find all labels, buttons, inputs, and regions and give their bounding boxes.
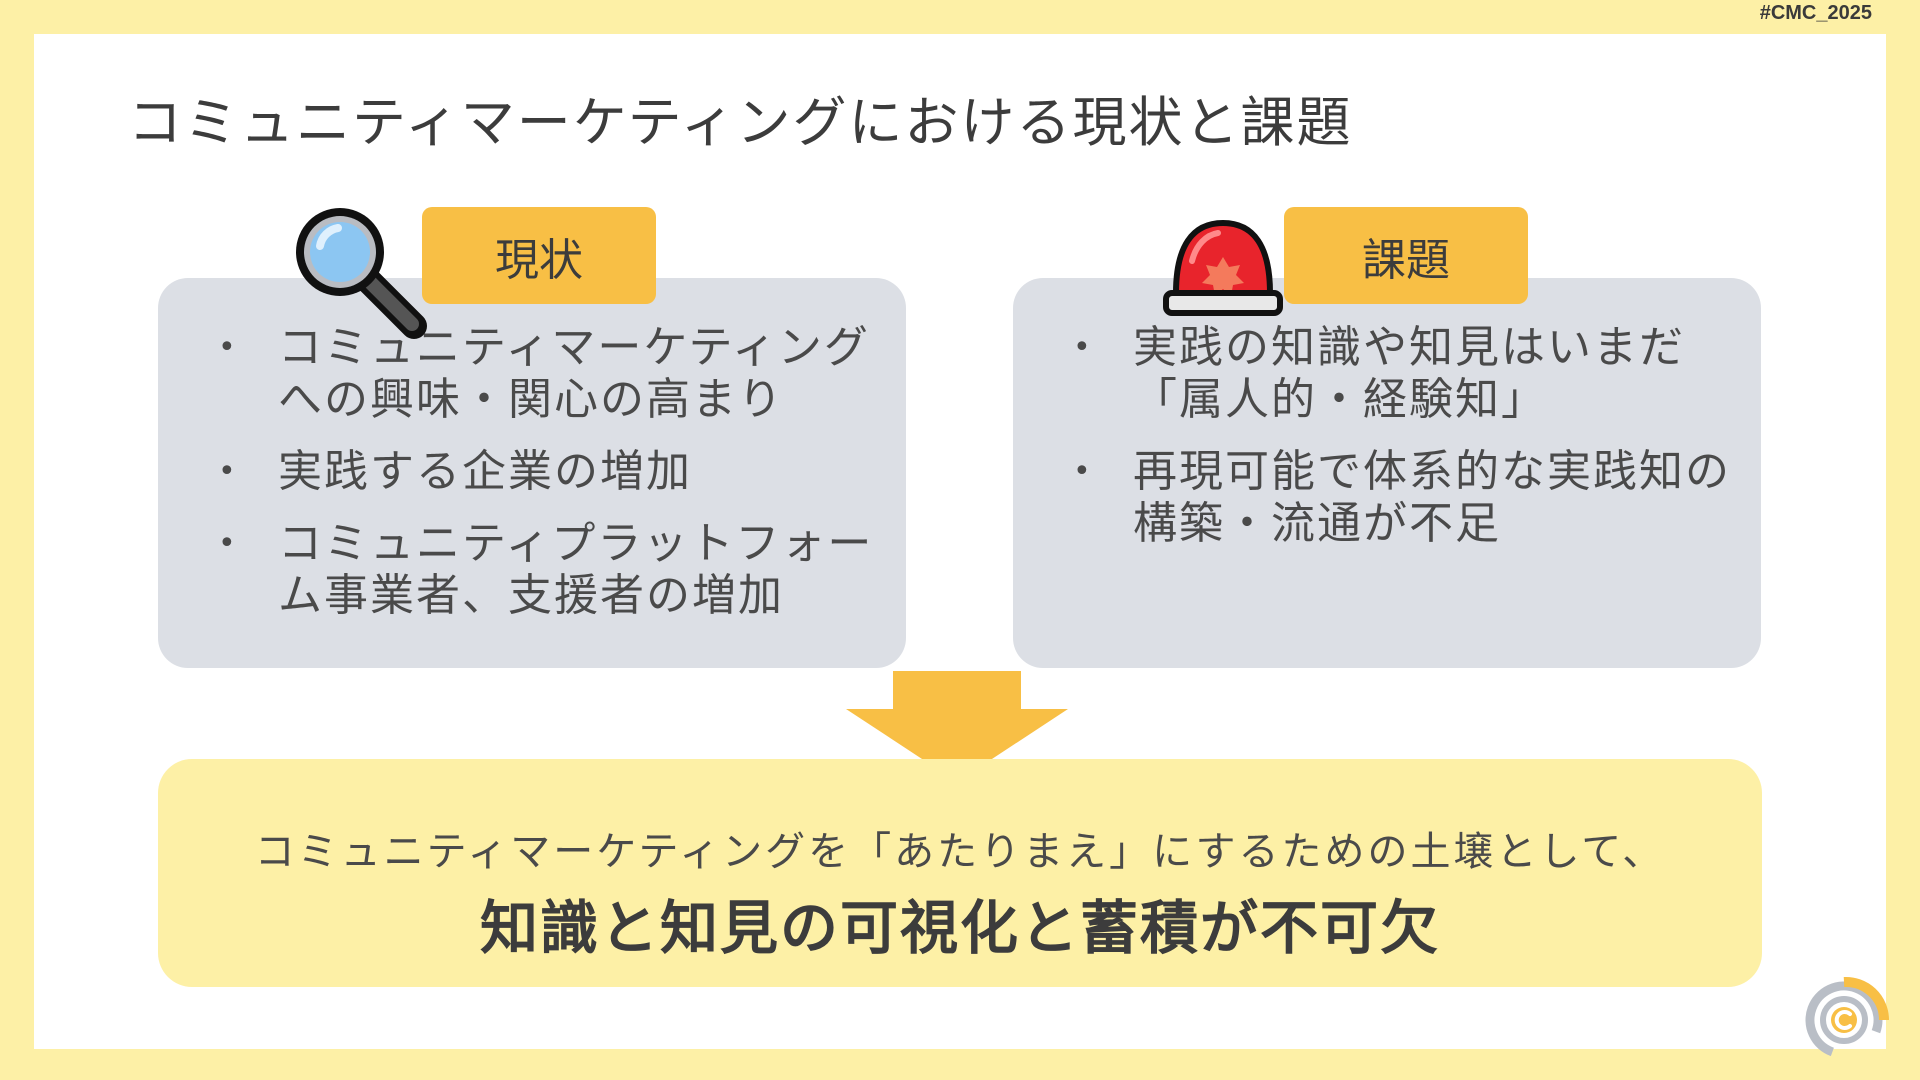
list-item: コミュニティプラットフォーム事業者、支援者の増加 bbox=[188, 518, 886, 622]
issues-list: 実践の知識や知見はいまだ「属人的・経験知」 再現可能で体系的な実践知の構築・流通… bbox=[1043, 322, 1741, 570]
conclusion-main: 知識と知見の可視化と蓄積が不可欠 bbox=[479, 894, 1440, 962]
issues-panel: 実践の知識や知見はいまだ「属人的・経験知」 再現可能で体系的な実践知の構築・流通… bbox=[1013, 278, 1761, 668]
issues-label: 課題 bbox=[1284, 207, 1528, 304]
list-item: 実践の知識や知見はいまだ「属人的・経験知」 bbox=[1043, 322, 1741, 426]
magnifier-icon bbox=[296, 208, 427, 339]
conclusion-box: コミュニティマーケティングを「あたりまえ」にするための土壌として、 知識と知見の… bbox=[158, 759, 1762, 987]
list-item: コミュニティマーケティングへの興味・関心の高まり bbox=[188, 322, 886, 426]
conclusion-lead: コミュニティマーケティングを「あたりまえ」にするための土壌として、 bbox=[254, 829, 1666, 875]
cmc-logo bbox=[1805, 976, 1890, 1059]
siren-icon bbox=[1163, 219, 1283, 316]
down-arrow-icon bbox=[846, 671, 1068, 782]
list-item: 実践する企業の増加 bbox=[188, 446, 886, 498]
current-panel: コミュニティマーケティングへの興味・関心の高まり 実践する企業の増加 コミュニテ… bbox=[158, 278, 906, 668]
list-item: 再現可能で体系的な実践知の構築・流通が不足 bbox=[1043, 446, 1741, 550]
current-label: 現状 bbox=[422, 207, 656, 304]
hashtag: #CMC_2025 bbox=[1759, 2, 1872, 24]
slide: コミュニティマーケティングにおける現状と課題 コミュニティマーケティングへの興味… bbox=[34, 34, 1890, 1059]
page-title: コミュニティマーケティングにおける現状と課題 bbox=[128, 91, 1353, 154]
current-list: コミュニティマーケティングへの興味・関心の高まり 実践する企業の増加 コミュニテ… bbox=[188, 322, 886, 642]
